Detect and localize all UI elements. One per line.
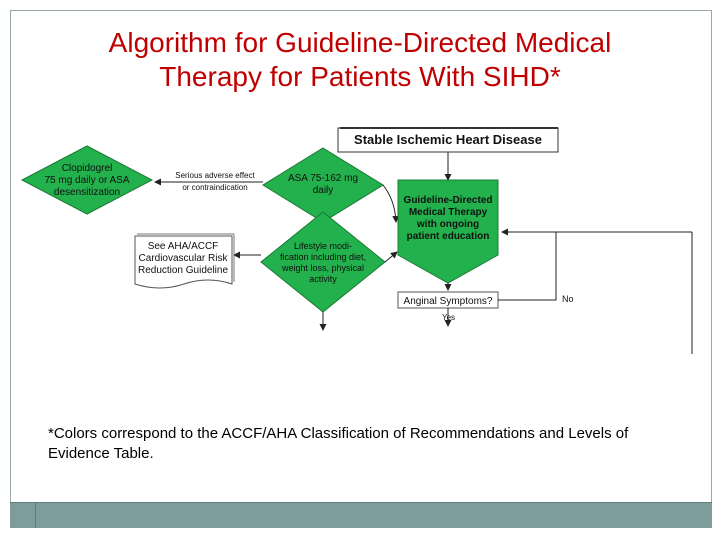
asa-label-2: daily bbox=[313, 185, 334, 196]
guideline-label-1: See AHA/ACCF bbox=[148, 241, 219, 252]
clopidogrel-label-2: 75 mg daily or ASA bbox=[44, 175, 129, 186]
connector-asa-gdmt bbox=[382, 184, 400, 223]
slide-title: Algorithm for Guideline-Directed Medical… bbox=[40, 26, 680, 94]
lifestyle-diamond: Lifestyle modi- fication including diet,… bbox=[260, 211, 386, 313]
lifestyle-label-3: weight loss, physical bbox=[281, 263, 364, 273]
footer-bar-segment bbox=[10, 503, 36, 528]
title-line-1: Algorithm for Guideline-Directed Medical bbox=[108, 27, 612, 58]
guideline-label-2: Cardiovascular Risk bbox=[139, 253, 229, 264]
lifestyle-label-1: Lifestyle modi- bbox=[294, 241, 352, 251]
clopidogrel-diamond: Clopidogrel 75 mg daily or ASA desensiti… bbox=[20, 145, 154, 215]
guideline-label-3: Reduction Guideline bbox=[138, 265, 228, 276]
connector-lifestyle-gdmt bbox=[384, 251, 398, 263]
anginal-label: Anginal Symptoms? bbox=[404, 296, 493, 307]
anginal-box: Anginal Symptoms? bbox=[397, 291, 499, 309]
clopidogrel-label-3: desensitization bbox=[54, 187, 120, 198]
title-line-2: Therapy for Patients With SIHD* bbox=[159, 61, 561, 92]
asa-diamond: ASA 75-162 mg daily bbox=[262, 147, 384, 223]
connector-no-loop bbox=[498, 228, 557, 301]
gdmt-label-3: with ongoing bbox=[416, 219, 479, 230]
adverse-label-1: Serious adverse effect bbox=[175, 171, 255, 180]
lifestyle-label-2: fication including diet, bbox=[280, 252, 366, 262]
header-box: Stable Ischemic Heart Disease bbox=[337, 127, 559, 153]
yes-label: Yes bbox=[442, 313, 455, 322]
gdmt-label-1: Guideline-Directed bbox=[404, 195, 493, 206]
header-label: Stable Ischemic Heart Disease bbox=[354, 132, 542, 147]
gdmt-box: Guideline-Directed Medical Therapy with … bbox=[397, 179, 499, 284]
guideline-document: See AHA/ACCF Cardiovascular Risk Reducti… bbox=[134, 233, 235, 289]
no-label: No bbox=[562, 294, 574, 304]
adverse-label-2: or contraindication bbox=[182, 183, 247, 192]
asa-label-1: ASA 75-162 mg bbox=[288, 173, 358, 184]
gdmt-label-4: patient education bbox=[407, 231, 490, 242]
lifestyle-label-4: activity bbox=[309, 274, 337, 284]
clopidogrel-label-1: Clopidogrel bbox=[62, 163, 113, 174]
footer-bar bbox=[10, 502, 712, 528]
footnote: *Colors correspond to the ACCF/AHA Class… bbox=[48, 425, 629, 462]
gdmt-label-2: Medical Therapy bbox=[409, 207, 488, 218]
